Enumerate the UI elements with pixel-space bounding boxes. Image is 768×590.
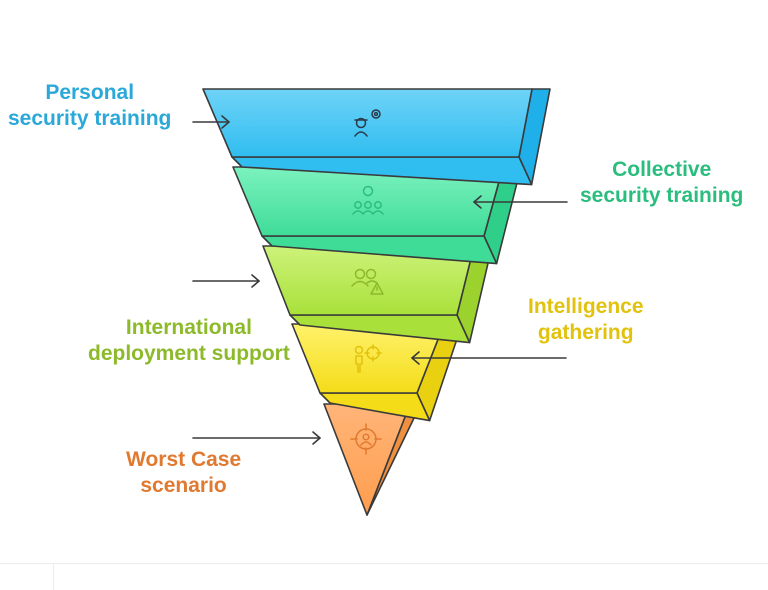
crosshair-person-icon [350, 423, 382, 455]
arrow-international [192, 274, 260, 288]
label-line-2: scenario [140, 474, 227, 497]
label-intelligence-gathering: Intelligence gathering [528, 294, 644, 346]
person-target-icon [354, 344, 382, 373]
team-network-icon [352, 185, 384, 215]
arrow-intelligence [411, 351, 567, 365]
label-line-2: deployment support [88, 342, 290, 365]
label-line-2: security training [580, 184, 744, 207]
engineer-gear-icon [354, 109, 381, 137]
bottom-divider [0, 563, 768, 564]
pyramid-front-face [202, 88, 533, 158]
arrow-personal [192, 115, 230, 129]
label-personal-security-training: Personal security training [8, 80, 171, 132]
pyramid-front-face [323, 403, 411, 516]
arrow-worst-case [192, 431, 321, 445]
label-line-1: Worst Case [126, 448, 242, 471]
pyramid-level-2 [232, 166, 522, 265]
bottom-divider-tick [53, 563, 54, 590]
pyramid-level-5 [323, 403, 417, 516]
label-international-deployment-support: International deployment support [88, 315, 290, 367]
label-collective-security-training: Collective security training [580, 157, 743, 209]
pyramid-level-1 [202, 88, 551, 186]
label-line-1: International [125, 316, 252, 339]
label-line-2: security training [8, 107, 172, 130]
people-warning-icon [351, 268, 384, 295]
label-line-1: Personal [45, 81, 135, 104]
arrow-collective [473, 195, 568, 209]
label-line-2: gathering [537, 321, 634, 344]
label-line-1: Intelligence [528, 295, 644, 318]
pyramid-level-3 [262, 245, 493, 344]
label-line-1: Collective [612, 158, 712, 181]
label-worst-case-scenario: Worst Case scenario [126, 447, 241, 499]
